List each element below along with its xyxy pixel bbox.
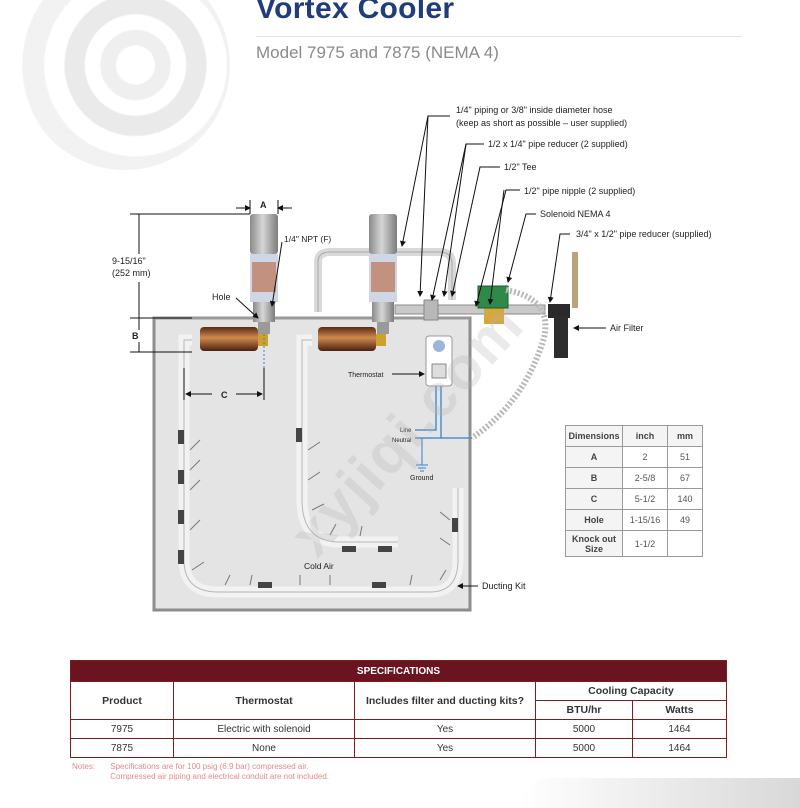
notes-line-2: Compressed air piping and electrical con… (110, 772, 330, 781)
dimension-mm: 51 (667, 446, 703, 468)
reducer-callout: 1/2 x 1/4" pipe reducer (2 supplied) (488, 139, 628, 149)
table-row: C 5-1/2 140 (565, 488, 703, 510)
dimension-mm: 140 (667, 488, 703, 510)
dim-b-label: B (132, 331, 139, 341)
hole-callout: Hole (212, 292, 231, 302)
thermostat-cell: None (173, 738, 355, 758)
npt-callout: 1/4" NPT (F) (284, 234, 331, 244)
decorative-swirl (20, 0, 230, 170)
thermostat-cell: Electric with solenoid (173, 719, 355, 739)
ducting-kit-callout: Ducting Kit (482, 581, 526, 591)
dim-c-label: C (221, 390, 228, 400)
btu-cell: 5000 (535, 719, 633, 739)
nipple-callout: 1/2" pipe nipple (2 supplied) (524, 186, 635, 196)
page-subtitle: Model 7975 and 7875 (NEMA 4) (256, 43, 499, 62)
specs-header-row: Product Thermostat Includes filter and d… (70, 681, 727, 720)
mm-col-header: mm (667, 425, 703, 447)
electrical-conduit (470, 287, 549, 441)
kits-cell: Yes (354, 738, 536, 758)
solenoid-callout: Solenoid NEMA 4 (540, 209, 611, 219)
kits-col-header: Includes filter and ducting kits? (354, 681, 536, 720)
product-cell: 7875 (70, 738, 174, 758)
height-dim-line1: 9-15/16" (112, 256, 146, 266)
dimension-name: A (565, 446, 623, 468)
btu-cell: 5000 (535, 738, 633, 758)
notes-line-1: Specifications are for 100 psig (6.9 bar… (110, 762, 309, 771)
watts-col-header: Watts (632, 700, 727, 720)
title-divider (256, 36, 742, 37)
pipe-nipple (394, 304, 546, 315)
piping-callout-line2: (keep as short as possible – user suppli… (456, 118, 627, 128)
page-title: Vortex Cooler (256, 0, 455, 25)
dimension-mm: 49 (667, 509, 703, 531)
table-row: Hole 1-15/16 49 (565, 509, 703, 531)
left-vortex-cooler (200, 214, 278, 351)
table-row: A 2 51 (565, 446, 703, 468)
capacity-col-header: Cooling Capacity (535, 681, 727, 701)
inch-col-header: inch (622, 425, 668, 447)
dim-a-label: A (260, 200, 267, 210)
table-row: Knock out Size 1-1/2 (565, 530, 703, 557)
dimension-name: C (565, 488, 623, 510)
dimension-inch: 2 (622, 446, 668, 468)
dimensions-col-header: Dimensions (565, 425, 623, 447)
height-dim-line2: (252 mm) (112, 268, 151, 278)
solenoid-valve (477, 285, 509, 309)
cold-air-label: Cold Air (304, 561, 334, 571)
line-label: Line (400, 428, 412, 434)
dimension-inch: 1-15/16 (622, 509, 668, 531)
watts-cell: 1464 (632, 719, 727, 739)
specs-title-row: SPECIFICATIONS (70, 660, 727, 682)
air-filter (554, 316, 568, 358)
notes-label: Notes: (72, 762, 96, 771)
product-cell: 7975 (70, 719, 174, 739)
dimension-name: B (565, 467, 623, 489)
neutral-label: Neutral (392, 438, 411, 444)
dimension-mm (667, 530, 703, 557)
dimension-name: Knock out Size (565, 530, 623, 557)
air-filter-callout: Air Filter (610, 323, 644, 333)
table-row: 7875 None Yes 5000 1464 (70, 738, 727, 758)
enclosure-box (152, 316, 472, 612)
dimension-inch: 2-5/8 (622, 467, 668, 489)
specs-subheader-row: BTU/hr Watts (71, 700, 727, 720)
ground-label: Ground (410, 475, 433, 482)
specs-title: SPECIFICATIONS (70, 660, 727, 682)
dimension-inch: 1-1/2 (622, 530, 668, 557)
watts-cell: 1464 (632, 738, 727, 758)
dimensions-table: Dimensions inch mm A 2 51 B 2-5/8 67 C 5… (565, 425, 703, 557)
dimension-name: Hole (565, 509, 623, 531)
specifications-table: SPECIFICATIONS Product Thermostat Includ… (70, 660, 727, 758)
table-row: 7975 Electric with solenoid Yes 5000 146… (70, 719, 727, 739)
footer-decoration (520, 778, 800, 808)
right-vortex-cooler (318, 214, 397, 351)
dimension-inch: 5-1/2 (622, 488, 668, 510)
notes: Notes: Specifications are for 100 psig (… (72, 762, 329, 782)
piping-callout-line1: 1/4" piping or 3/8" inside diameter hose (456, 105, 613, 115)
product-col-header: Product (70, 681, 174, 720)
btu-col-header: BTU/hr (535, 700, 633, 720)
dimensions-header-row: Dimensions inch mm (565, 425, 703, 447)
dimension-mm: 67 (667, 467, 703, 489)
installation-diagram: 1/4" piping or 3/8" inside diameter hose… (112, 105, 711, 612)
kits-cell: Yes (354, 719, 536, 739)
thermostat-callout: Thermostat (348, 372, 383, 379)
thermostat-col-header: Thermostat (173, 681, 355, 720)
table-row: B 2-5/8 67 (565, 467, 703, 489)
reducer-supplied-callout: 3/4" x 1/2" pipe reducer (supplied) (576, 229, 711, 239)
tee-callout: 1/2" Tee (504, 162, 537, 172)
